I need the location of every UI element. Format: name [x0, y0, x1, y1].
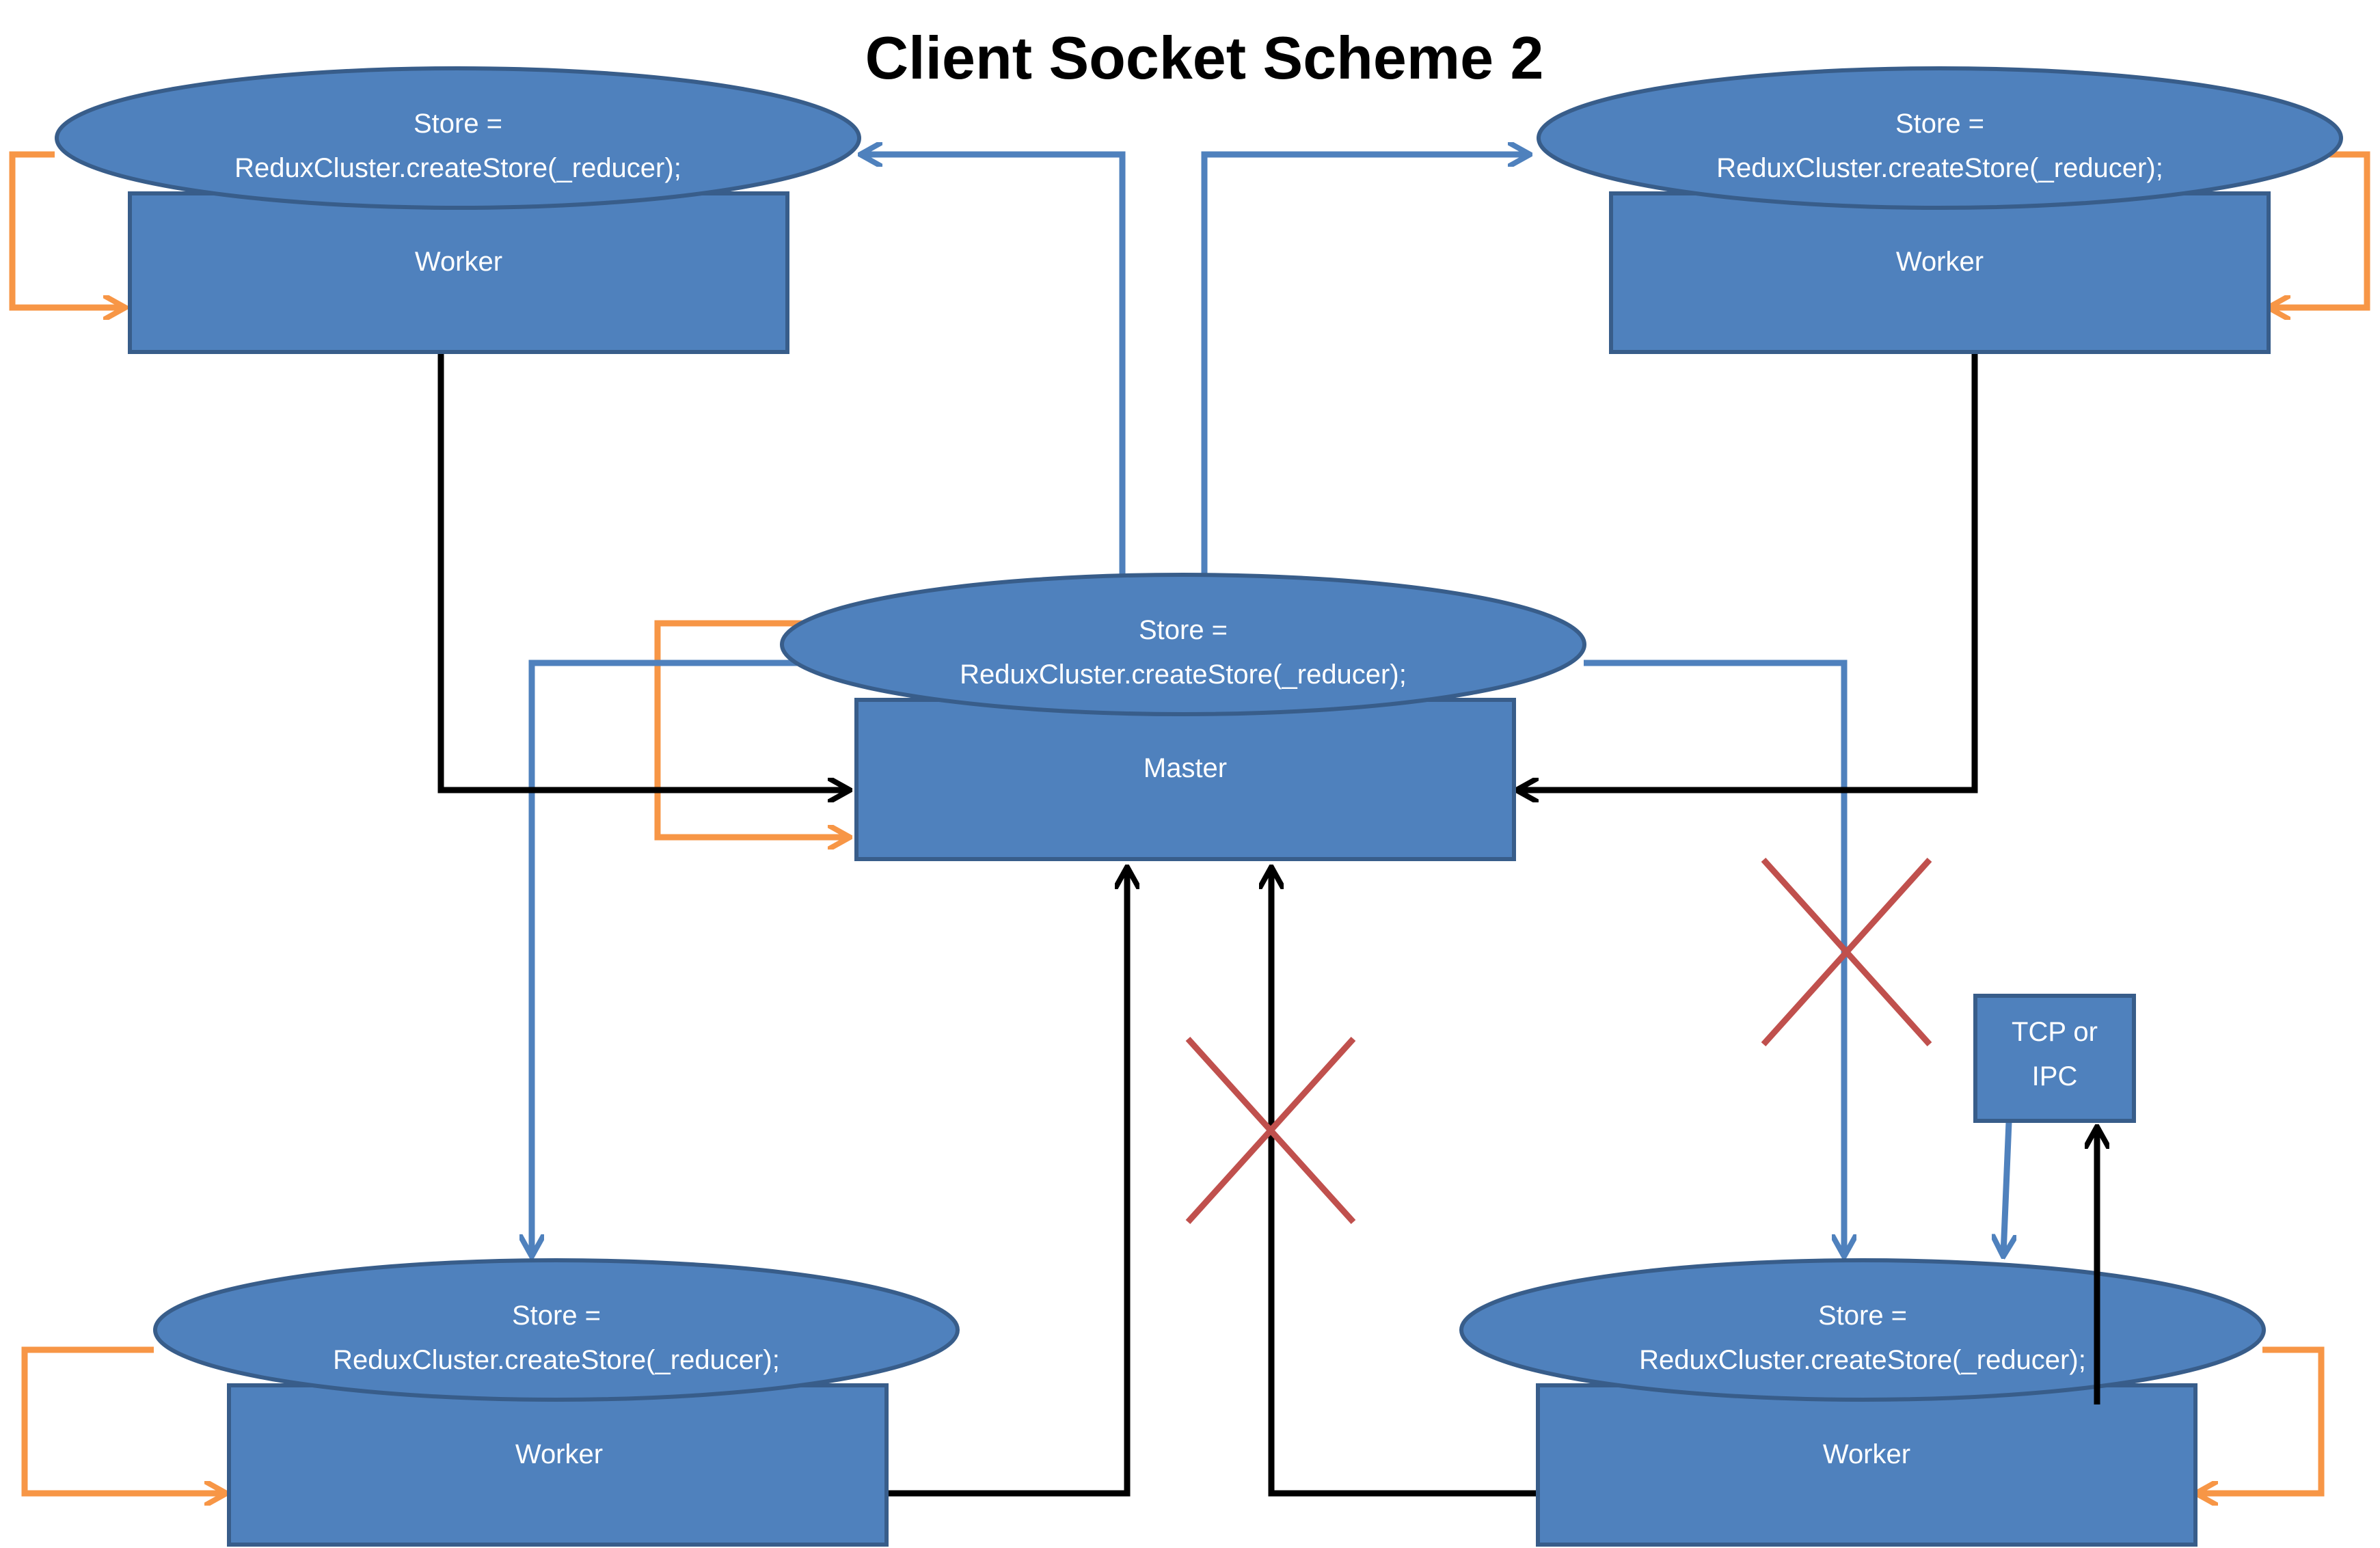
worker-label: Worker	[415, 247, 502, 277]
tcp-ipc-box	[1973, 994, 2136, 1123]
tcp-ipc-node: TCP or IPC	[1973, 994, 2136, 1123]
store-label-line1: Store =	[414, 109, 502, 139]
top-left-worker-node: Store = ReduxCluster.createStore(_reduce…	[55, 66, 861, 354]
worker-box	[128, 191, 789, 354]
store-ellipse	[1459, 1258, 2266, 1402]
master-to-bottom-left-sync-arrow	[532, 660, 809, 1254]
store-label-line2: ReduxCluster.createStore(_reducer);	[333, 1345, 780, 1375]
store-label-line1: Store =	[1895, 109, 1984, 139]
master-to-top-left-sync-arrow	[863, 154, 1126, 578]
top-right-worker-node: Store = ReduxCluster.createStore(_reduce…	[1537, 66, 2343, 354]
top-right-self-loop-arrow	[2271, 151, 2370, 308]
bottom-right-to-master-action-arrow	[1271, 869, 1539, 1497]
bottom-left-self-loop-arrow	[21, 1346, 224, 1493]
disabled-connection-cross-center	[1185, 1036, 1356, 1225]
worker-label: Worker	[515, 1439, 603, 1469]
bottom-left-worker-node: Store = ReduxCluster.createStore(_reduce…	[153, 1258, 960, 1547]
worker-label: Worker	[1896, 247, 1984, 277]
store-label-line2: ReduxCluster.createStore(_reducer);	[234, 153, 681, 183]
tcp-label-line1: TCP or	[2012, 1017, 2098, 1047]
top-right-to-master-action-arrow	[1519, 349, 1978, 790]
tcp-to-bottom-right-sync-arrow	[2003, 1122, 2009, 1254]
store-ellipse	[1537, 66, 2343, 210]
bottom-left-to-master-action-arrow	[888, 869, 1127, 1497]
master-to-top-right-sync-arrow	[1201, 154, 1528, 578]
worker-box	[1536, 1383, 2198, 1547]
store-label-line1: Store =	[1139, 615, 1228, 645]
bottom-right-worker-node: Store = ReduxCluster.createStore(_reduce…	[1459, 1258, 2266, 1547]
master-self-loop-arrow	[654, 620, 848, 837]
worker-box	[227, 1383, 889, 1547]
top-left-to-master-action-arrow	[437, 349, 848, 790]
diagram-title: Client Socket Scheme 2	[865, 24, 1544, 92]
store-label-line2: ReduxCluster.createStore(_reducer);	[960, 660, 1407, 690]
store-ellipse	[55, 66, 861, 210]
worker-label: Worker	[1823, 1439, 1910, 1469]
master-box	[854, 698, 1516, 861]
store-label-line2: ReduxCluster.createStore(_reducer);	[1639, 1345, 2086, 1375]
master-to-bottom-right-sync-arrow	[1584, 660, 1844, 1254]
tcp-label-line2: IPC	[2032, 1061, 2078, 1091]
master-label: Master	[1144, 753, 1227, 783]
store-label-line1: Store =	[1818, 1301, 1907, 1331]
master-store-ellipse	[780, 573, 1586, 716]
bottom-right-self-loop-arrow	[2198, 1346, 2325, 1493]
worker-box	[1609, 191, 2271, 354]
store-label-line2: ReduxCluster.createStore(_reducer);	[1716, 153, 2163, 183]
store-ellipse	[153, 1258, 960, 1402]
store-label-line1: Store =	[512, 1301, 601, 1331]
master-node: Store = ReduxCluster.createStore(_reduce…	[780, 573, 1586, 861]
top-left-self-loop-arrow	[9, 151, 123, 308]
disabled-connection-cross-right	[1761, 857, 1932, 1047]
